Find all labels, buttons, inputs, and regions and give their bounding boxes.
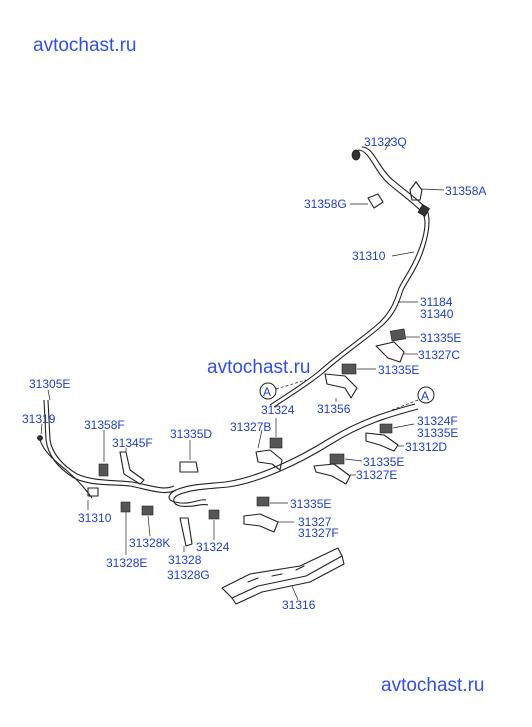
fuel-pipe-upper — [269, 146, 431, 408]
clamp-31324-mid — [269, 418, 283, 449]
crossmember-31316 — [221, 547, 345, 605]
clip-31328K — [141, 505, 154, 537]
label-31316: 31316 — [282, 598, 316, 612]
label-31310-top: 31310 — [352, 249, 386, 263]
watermark-bottom: avtochast.ru — [381, 675, 485, 696]
label-31312D: 31312D — [405, 440, 447, 454]
label-31335E-5: 31335E — [290, 497, 331, 511]
clamp-31335E-a — [389, 328, 420, 342]
fuel-pipe-left — [37, 399, 177, 499]
label-31310-left: 31310 — [78, 511, 112, 525]
label-31335E-2: 31335E — [378, 363, 419, 377]
label-31305E: 31305E — [29, 377, 70, 391]
label-31358A: 31358A — [445, 184, 486, 198]
bracket-31345F — [119, 448, 145, 485]
label-31335E-3: 31335E — [417, 426, 458, 440]
callout-a-left: A — [259, 379, 307, 400]
bracket-31327 — [243, 513, 294, 533]
clamp-31335E-d — [256, 496, 288, 507]
clip-31335D — [179, 440, 199, 473]
label-31324F: 31324F — [417, 414, 458, 428]
label-31323Q: 31323Q — [364, 135, 407, 149]
clip-31358A — [409, 181, 445, 201]
label-31328G: 31328G — [167, 568, 210, 582]
label-31358G: 31358G — [304, 197, 347, 211]
watermark-top: avtochast.ru — [33, 35, 137, 56]
clamp-31324F — [379, 423, 415, 434]
bracket-31356 — [324, 373, 358, 402]
label-31328E: 31328E — [106, 556, 147, 570]
label-31328K: 31328K — [129, 536, 170, 550]
clip-31358F — [98, 430, 109, 477]
label-31356: 31356 — [317, 402, 351, 416]
clip-31328 — [179, 517, 193, 552]
label-31358F: 31358F — [84, 418, 125, 432]
clip-31324-low — [208, 509, 220, 540]
label-31324-mid: 31324 — [261, 403, 295, 417]
label-31345F: 31345F — [112, 436, 153, 450]
clamp-31335E-b — [341, 363, 376, 375]
clamp-31335E-c — [329, 453, 363, 465]
watermark-middle: avtochast.ru — [207, 357, 311, 378]
label-31327B: 31327B — [230, 420, 271, 434]
fuel-pipe-lower — [168, 403, 419, 507]
label-31328: 31328 — [168, 553, 202, 567]
label-31335E-4: 31335E — [363, 455, 404, 469]
label-31327F: 31327F — [298, 526, 339, 540]
label-31327E: 31327E — [356, 468, 397, 482]
label-31324-low: 31324 — [196, 540, 230, 554]
clip-31358G — [350, 193, 384, 209]
label-31335E-1: 31335E — [420, 331, 461, 345]
callout-a-right: A — [391, 386, 435, 411]
callout-a-right-letter: A — [421, 389, 429, 403]
label-31327C: 31327C — [418, 348, 460, 362]
callout-a-left-letter: A — [263, 385, 271, 399]
label-31335D: 31335D — [170, 427, 212, 441]
label-31184: 31184 — [420, 295, 453, 309]
clip-31328E — [120, 501, 131, 555]
label-31340: 31340 — [420, 307, 454, 321]
bracket-31327E — [313, 463, 356, 485]
bracket-31327B — [255, 429, 283, 471]
label-31319: 31319 — [22, 412, 56, 426]
label-31327: 31327 — [298, 515, 332, 529]
bracket-31312D — [365, 432, 404, 452]
bracket-31327C — [375, 341, 418, 363]
